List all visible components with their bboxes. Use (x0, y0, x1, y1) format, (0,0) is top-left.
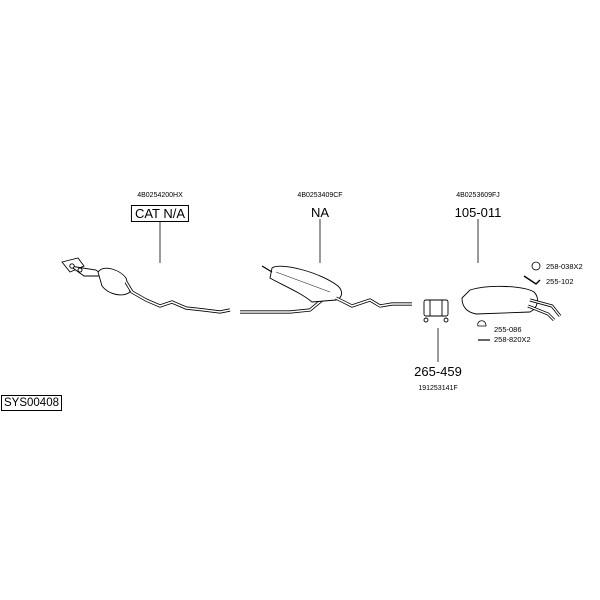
accessory-label-255-102: 255-102 (546, 277, 574, 286)
connector-clamp-drawing (423, 299, 449, 323)
accessory-label-258-820: 258-820X2 (494, 335, 531, 344)
part-label-rear-silencer: 105-011 (454, 205, 502, 220)
part-label-middle-silencer: NA (310, 205, 330, 220)
accessory-label-255-086: 255-086 (494, 325, 522, 334)
clamp-icon (477, 320, 487, 327)
oem-number-connector: 191253141F (418, 385, 458, 392)
rubber-mount-icon (531, 261, 541, 271)
rear-silencer-drawing (461, 285, 562, 322)
accessory-label-258-038: 258-038X2 (546, 262, 583, 271)
part-label-catalyst: CAT N/A (130, 205, 190, 222)
bracket-icon (523, 275, 541, 285)
oem-number-catalyst: 4B0254200HX (137, 192, 183, 199)
oem-number-middle-silencer: 4B0253409CF (297, 192, 343, 199)
part-label-connector: 265-459 (414, 364, 462, 379)
middle-silencer-drawing (240, 265, 412, 314)
system-code-label: SYS00408 (1, 395, 62, 411)
oem-number-rear-silencer: 4B0253609FJ (456, 192, 500, 199)
catalytic-converter-drawing (61, 257, 231, 314)
